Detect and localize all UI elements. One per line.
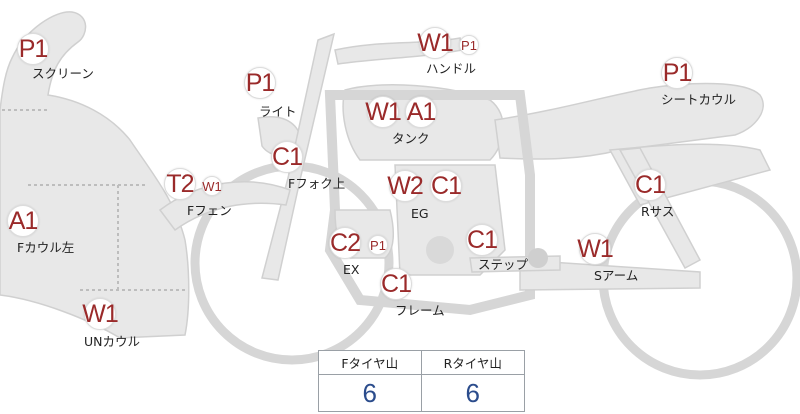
f-cowl-left-code-badge: A1 [7,205,39,237]
screen-code-badge: P1 [17,33,49,65]
f-fork-upper-label: Fフォク上 [288,176,346,191]
r-sus-label: Rサス [641,204,675,219]
seat-cowl-shape [494,82,764,160]
front-tire-header: Fタイヤ山 [319,351,422,375]
tire-tread-table: Fタイヤ山 Rタイヤ山 6 6 [318,350,525,412]
f-fender-label: Fフェン [187,203,232,218]
seat-cowl-code-badge: P1 [661,57,693,89]
ex-label: EX [343,262,360,277]
ex-sub-code-badge: P1 [368,235,388,255]
frame-shape [324,90,535,316]
f-fork-upper-code-badge: C1 [271,141,303,173]
s-arm-code-badge: W1 [577,233,614,265]
light-label: ライト [259,104,297,119]
tank-label: タンク [392,131,430,146]
seat-cowl-label: シートカウル [661,92,737,107]
step-label: ステップ [478,257,529,272]
light-code-badge: P1 [244,67,276,99]
handle-code-badge: W1 [417,27,454,59]
tank-code-badge-2: A1 [405,96,437,128]
screen-label: スクリーン [32,66,94,81]
un-cowl-label: UNカウル [84,334,140,349]
eg-code-badge-1: W2 [387,170,424,202]
step-code-badge: C1 [466,224,498,256]
step-bolt [528,248,548,268]
swing-arm-shape [519,259,701,291]
frame-code-badge: C1 [380,268,412,300]
handle-sub-code-badge: P1 [459,35,479,55]
frame-label: フレーム [395,303,445,318]
engine-crank-cover [426,236,454,264]
r-sus-code-badge: C1 [634,169,666,201]
f-fender-code-badge: T2 [164,168,196,200]
rear-tire-header: Rタイヤ山 [421,351,524,375]
f-fender-sub-code-badge: W1 [202,176,222,196]
tank-code-badge-1: W1 [365,96,402,128]
handle-label: ハンドル [426,61,477,76]
s-arm-label: Sアーム [594,268,639,283]
front-cowl-shape [0,11,190,339]
un-cowl-code-badge: W1 [82,298,119,330]
f-cowl-left-label: Fカウル左 [17,240,75,255]
ex-code-badge: C2 [329,227,361,259]
eg-code-badge-2: C1 [430,170,462,202]
front-tire-value: 6 [319,375,422,411]
eg-label: EG [411,206,429,221]
rear-tire-value: 6 [465,377,480,408]
